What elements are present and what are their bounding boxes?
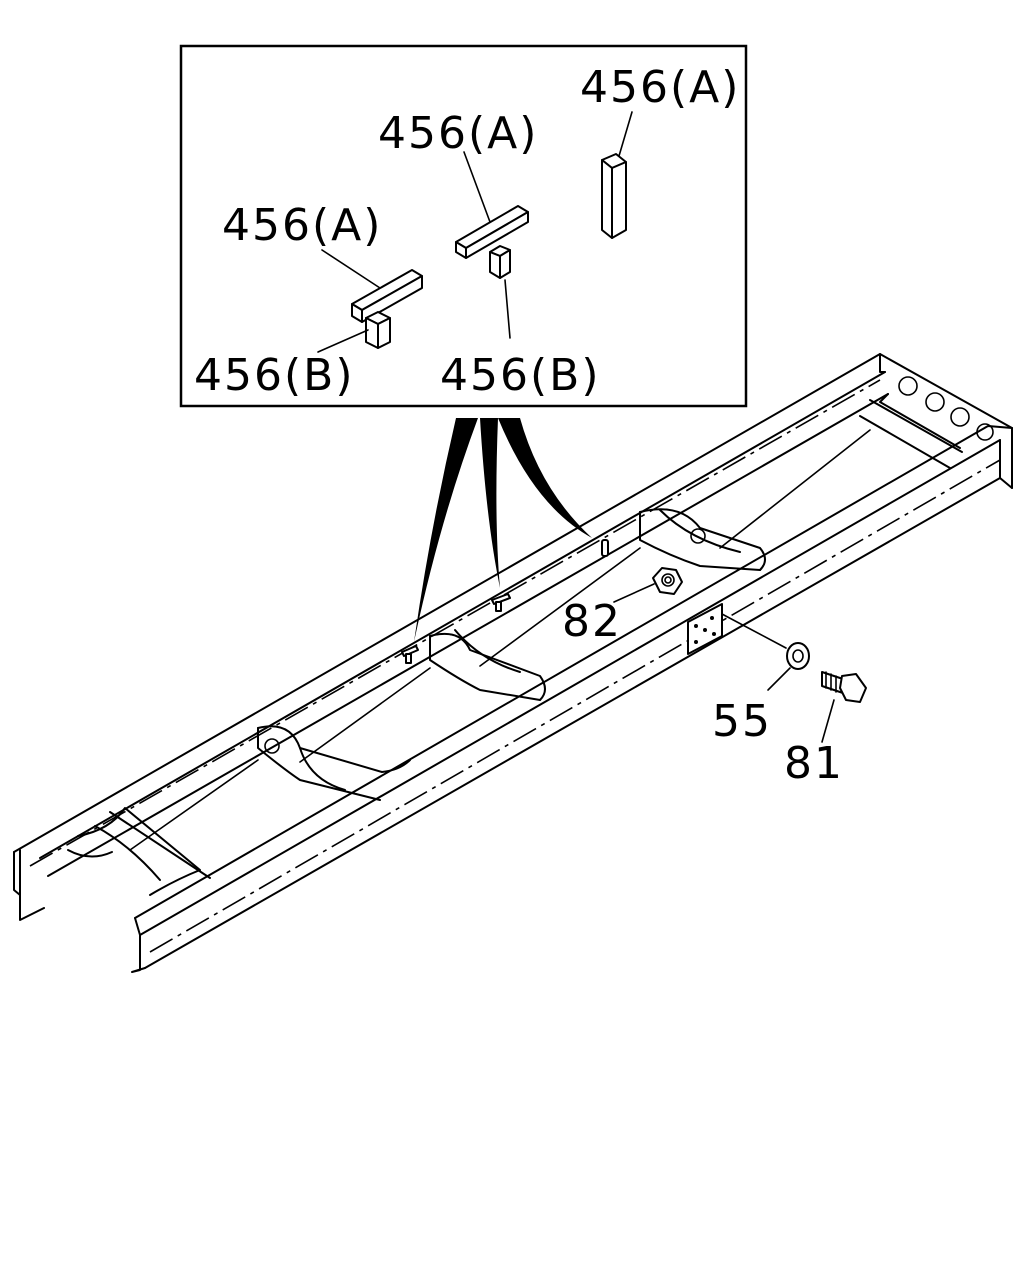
callout-81: 81 xyxy=(784,738,844,789)
callout-456a-mid: 456(A) xyxy=(378,108,538,159)
bolt-81-icon xyxy=(821,671,867,703)
callout-456b-right: 456(B) xyxy=(440,350,601,401)
callout-82: 82 xyxy=(562,596,622,647)
bracket-plate xyxy=(687,603,723,655)
callout-456b-left: 456(B) xyxy=(194,350,355,401)
t-piece-marker-2 xyxy=(491,593,511,612)
callout-456a-left: 456(A) xyxy=(222,200,382,251)
detail-inset: 456(A) 456(A) 456(A) 456(B) 456(B) xyxy=(179,44,748,408)
t-piece-marker-1 xyxy=(401,645,419,664)
t-piece-456a-left-icon xyxy=(351,269,423,349)
block-456a-icon xyxy=(601,153,627,239)
callout-456a-top: 456(A) xyxy=(580,62,740,113)
leader-lines xyxy=(613,583,835,743)
callout-55: 55 xyxy=(712,696,772,747)
nut-82-icon xyxy=(652,567,683,595)
inset-pointers xyxy=(414,418,592,642)
washer-55-icon xyxy=(786,642,810,670)
t-piece-456a-mid-icon xyxy=(455,205,529,279)
block-marker-3 xyxy=(601,539,609,557)
chassis-frame xyxy=(13,353,1013,973)
